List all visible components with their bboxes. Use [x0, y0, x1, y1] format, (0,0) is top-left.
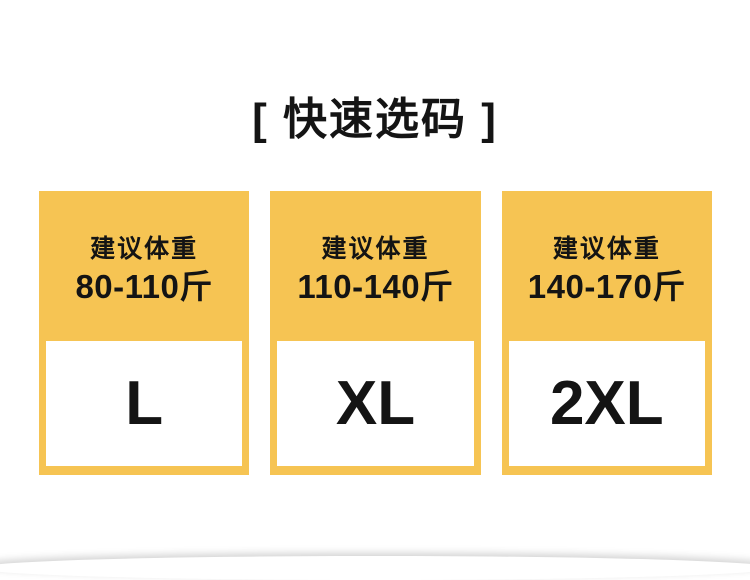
- weight-recommendation: 建议体重 110-140斤: [270, 191, 480, 341]
- size-value: L: [125, 368, 164, 438]
- weight-recommendation: 建议体重 140-170斤: [502, 191, 712, 341]
- weight-range: 80-110斤: [75, 267, 213, 305]
- weight-label: 建议体重: [552, 234, 661, 263]
- weight-range: 140-170斤: [527, 267, 686, 305]
- page-title: [ 快速选码 ]: [252, 95, 498, 144]
- size-option-card-xl[interactable]: 建议体重 110-140斤 XL: [270, 191, 481, 475]
- weight-range: 110-140斤: [297, 267, 454, 305]
- size-value-box: 2XL: [508, 341, 705, 466]
- size-value-box: XL: [277, 341, 474, 466]
- bottom-edge-shadow: [0, 556, 750, 580]
- weight-recommendation: 建议体重 80-110斤: [39, 191, 249, 341]
- size-option-card-2xl[interactable]: 建议体重 140-170斤 2XL: [501, 191, 712, 475]
- size-value: XL: [335, 368, 416, 438]
- size-options-row: 建议体重 80-110斤 L 建议体重 110-140斤 XL 建议体重 140…: [39, 191, 712, 475]
- size-value: 2XL: [549, 368, 664, 438]
- size-value-box: L: [46, 341, 243, 466]
- weight-label: 建议体重: [321, 234, 430, 263]
- size-option-card-l[interactable]: 建议体重 80-110斤 L: [39, 191, 250, 475]
- size-guide-page: [ 快速选码 ] 建议体重 80-110斤 L 建议体重 110-140斤 XL…: [39, 95, 712, 475]
- weight-label: 建议体重: [90, 234, 199, 263]
